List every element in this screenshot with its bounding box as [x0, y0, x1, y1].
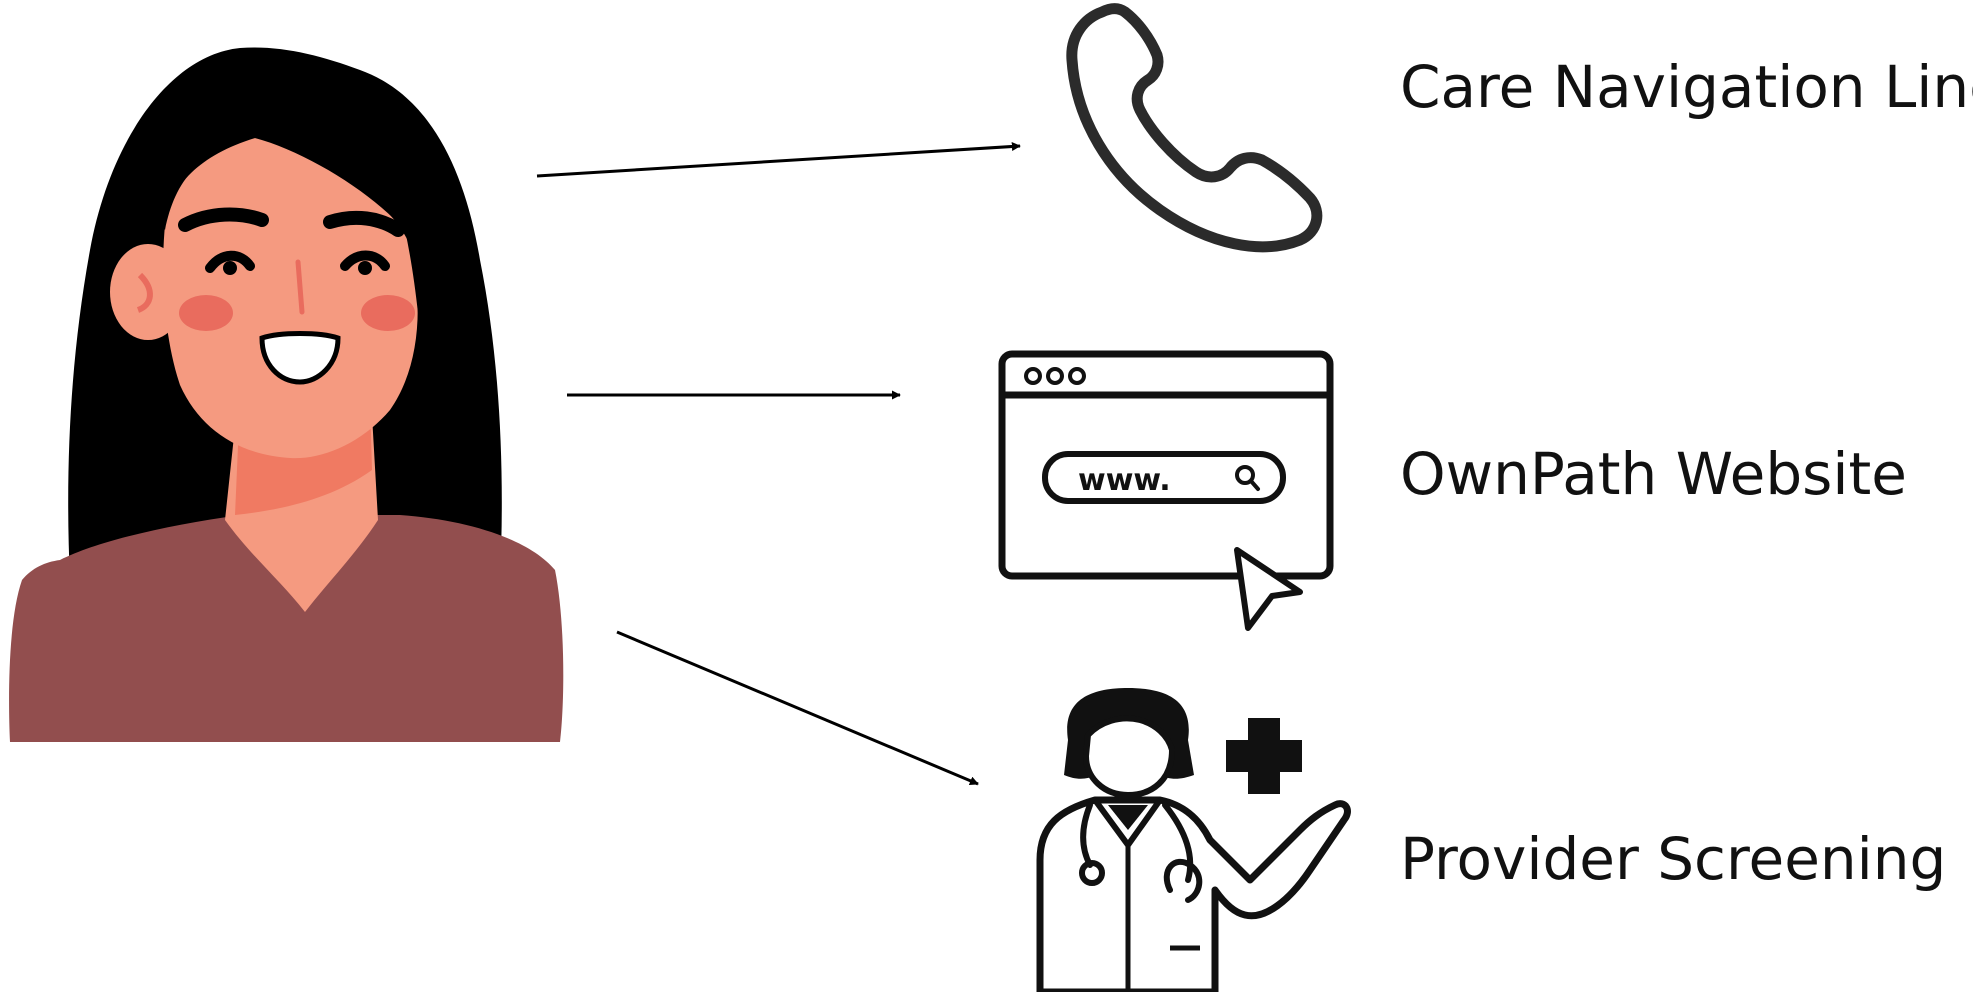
phone-icon [1066, 3, 1323, 253]
arrow-to-phone [536, 142, 1021, 178]
eyebrow-left [178, 207, 269, 232]
smile [259, 331, 341, 385]
channel-label-ownpath-website: OwnPath Website [1400, 440, 1907, 508]
eye-left [205, 250, 255, 273]
url-text: www. [1078, 463, 1171, 498]
url-bar [1042, 451, 1286, 504]
arrows [536, 142, 1021, 786]
eye-right [340, 250, 390, 271]
channel-label-provider-screening: Provider Screening [1400, 825, 1947, 893]
eyebrow-right [323, 210, 405, 237]
ear-inner [136, 272, 153, 313]
search-icon [1235, 465, 1260, 491]
eye-left-pupil [223, 261, 237, 275]
cheek-right [361, 295, 415, 331]
hair-side [405, 230, 470, 500]
nose [295, 259, 305, 315]
cursor-icon [1234, 547, 1303, 631]
doctor-icon [1036, 688, 1351, 992]
stethoscope-icon [1079, 802, 1203, 903]
eye-right-pupil [358, 261, 372, 275]
plus-icon [1226, 718, 1302, 794]
woman-avatar-icon [9, 47, 564, 742]
arrow-to-provider [616, 630, 979, 786]
cheek-left [179, 295, 233, 331]
hair-front [154, 81, 396, 230]
shirt [9, 515, 564, 742]
browser-window-icon: www. [998, 350, 1334, 631]
channel-label-care-navigation-line: Care Navigation Line [1400, 53, 1973, 121]
